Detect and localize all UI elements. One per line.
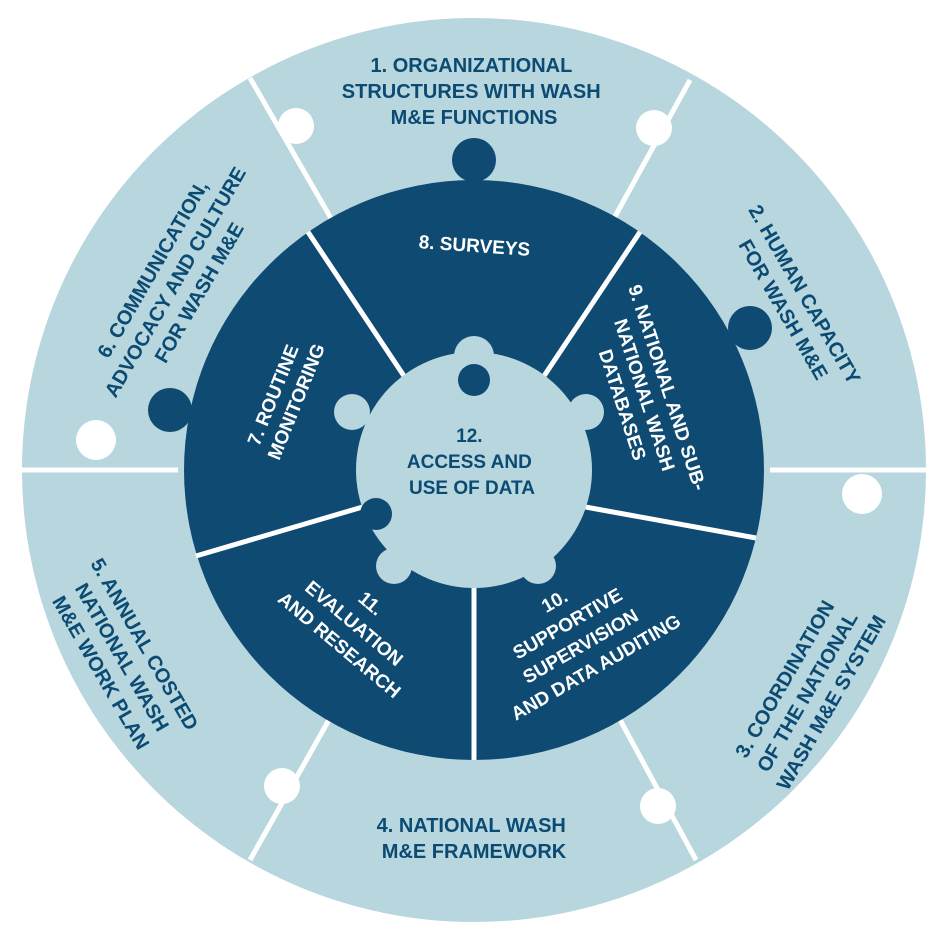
center-puzzle-knobs — [334, 336, 604, 584]
middle-ring-seams — [195, 230, 757, 760]
outer-label-4: 4. NATIONAL WASH M&E FRAMEWORK — [377, 815, 572, 863]
center-notches — [360, 364, 490, 530]
outer-puzzle-knobs — [76, 108, 882, 824]
center-circle — [356, 352, 592, 588]
center-label: 12. ACCESS AND USE OF DATA — [407, 426, 537, 499]
middle-puzzle-knobs — [148, 138, 772, 432]
outer-label-1: 1. ORGANIZATIONAL STRUCTURES WITH WASH M… — [342, 55, 606, 129]
